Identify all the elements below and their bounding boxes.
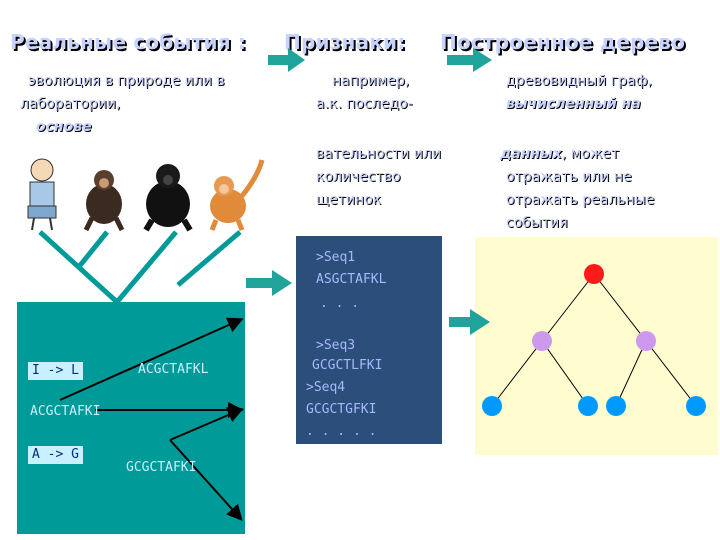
seq-line: . . .	[320, 296, 360, 311]
col3-line3-data: данных	[500, 146, 562, 162]
col2-line1: например,	[332, 73, 410, 89]
human-icon	[27, 158, 57, 231]
tree-internal-node	[636, 331, 656, 351]
species-tree-icon	[38, 230, 242, 310]
col2-line5: щетинок	[316, 192, 382, 208]
header-features: Признаки:	[284, 30, 406, 54]
col1-line1: эволюция в природе или в	[28, 73, 225, 89]
seq-line: >Seq4	[306, 380, 346, 395]
computed-tree-graph	[482, 264, 706, 416]
tree-leaf-node	[686, 396, 706, 416]
arrow-to-features-icon	[268, 48, 305, 72]
mutation-label-a-to-g: A -> G	[28, 446, 83, 464]
col3-line4: отражать или не	[506, 169, 632, 185]
seq-line: >Seq3	[316, 338, 356, 353]
sequence-acgctafki: ACGCTAFKI	[30, 404, 101, 419]
seq-line: . . . . .	[306, 424, 377, 439]
sequence-panel	[296, 236, 442, 444]
col3-line3-rest: , может	[561, 146, 620, 162]
col3-line1: древовидный граф,	[506, 73, 653, 89]
col2-line4: количество	[316, 169, 401, 185]
col3-line6: события	[506, 215, 568, 231]
chimpanzee-icon	[83, 170, 125, 232]
sequence-gcgctafki: GCGCTAFKI	[126, 460, 197, 475]
orangutan-icon	[209, 159, 265, 231]
seq-line: GCGCTLFKI	[312, 358, 383, 373]
tree-leaf-node	[482, 396, 502, 416]
col3-line3: данных, может	[500, 143, 619, 166]
header-built-tree: Построенное дерево	[440, 30, 686, 54]
mutation-arrows-icon	[59, 317, 244, 521]
seq-line: >Seq1	[316, 250, 356, 265]
gorilla-icon	[143, 164, 193, 232]
header-real-events: Реальные события :	[10, 30, 247, 54]
tree-root-node	[584, 264, 604, 284]
arrow-to-seq-icon	[246, 270, 292, 296]
col1-line2: лаборатории,	[20, 96, 121, 112]
evolution-panel	[17, 302, 245, 534]
seq-line: ASGCTAFKL	[316, 272, 387, 287]
col3-line5: отражать реальные	[506, 192, 655, 208]
mutation-label-i-to-l: I -> L	[28, 362, 83, 380]
col3-line2: вычисленный на	[506, 96, 641, 112]
seq-line: GCGCTGFKI	[306, 402, 377, 417]
tree-leaf-node	[578, 396, 598, 416]
tree-internal-node	[532, 331, 552, 351]
col2-line2: а.к. последо-	[316, 96, 413, 112]
arrow-to-graph-icon	[449, 309, 490, 335]
arrow-to-tree-icon	[447, 48, 492, 72]
col1-line3: основе	[36, 119, 92, 135]
col2-line3: вательности или	[316, 146, 442, 162]
tree-leaf-node	[606, 396, 626, 416]
sequence-acgctafkl: ACGCTAFKL	[138, 362, 209, 377]
